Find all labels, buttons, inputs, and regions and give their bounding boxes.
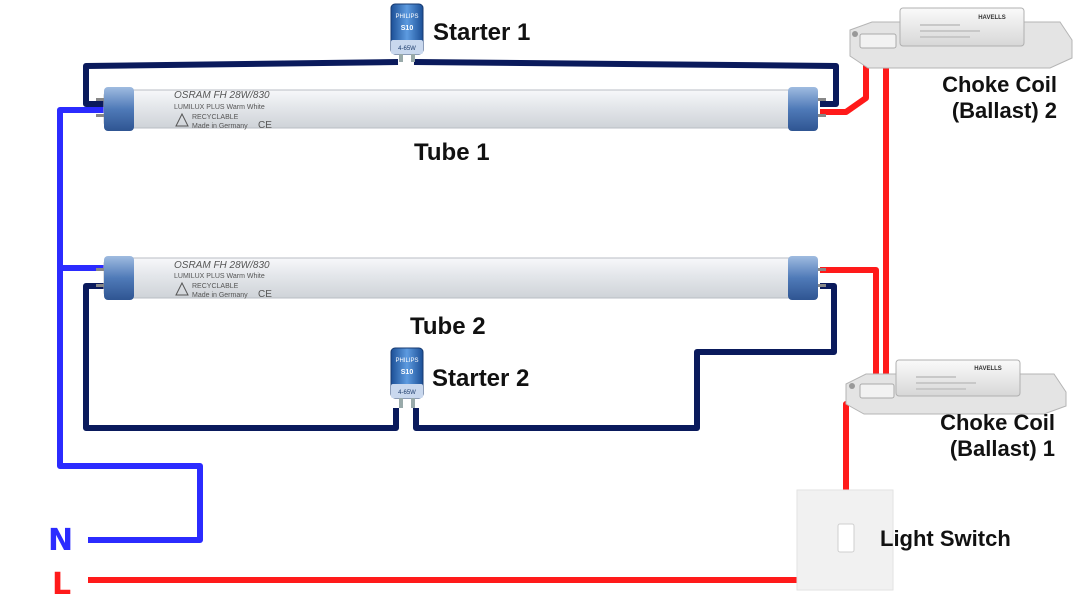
live-label: L — [52, 567, 71, 602]
tube-2-recycle-icon — [175, 281, 189, 296]
ballast-1-label-line2: (Ballast) 1 — [950, 436, 1055, 461]
starter-2-label: Starter 2 — [432, 365, 529, 392]
tube-2-print-recyclable: RECYCLABLE — [192, 283, 239, 290]
tube-2-print-type: LUMILUX PLUS Warm White — [174, 273, 265, 280]
ballast-2-label-line2: (Ballast) 2 — [952, 98, 1057, 123]
tube-1-left-cap — [104, 87, 134, 131]
light-switch-rocker — [837, 523, 855, 553]
tube-1-label: Tube 1 — [414, 139, 490, 166]
ballast-1-brand: HAVELLS — [974, 366, 1002, 372]
starter-2: PHILIPS S10 4-65W — [390, 347, 424, 408]
tube-1-recycle-icon — [175, 112, 189, 127]
tube-1-print-model: OSRAM FH 28W/830 — [174, 90, 270, 101]
ballast-2-label-line1: Choke Coil — [942, 72, 1057, 97]
starter-1: PHILIPS S10 4-65W — [390, 3, 424, 62]
starter-1-brand: PHILIPS — [395, 14, 418, 20]
starter-1-rating: 4-65W — [398, 46, 416, 52]
tube-1-print-type: LUMILUX PLUS Warm White — [174, 104, 265, 111]
tube-2: OSRAM FH 28W/830 LUMILUX PLUS Warm White… — [96, 256, 826, 300]
tube-2-print-model: OSRAM FH 28W/830 — [174, 260, 270, 271]
starter-2-brand: PHILIPS — [395, 358, 418, 364]
neutral-label: N — [48, 523, 73, 558]
light-switch — [796, 489, 894, 591]
tube-1-ce-mark: CE — [258, 120, 272, 131]
ballast-2: HAVELLS — [849, 7, 1073, 69]
tube-1-right-cap — [788, 87, 818, 131]
starter-1-model: S10 — [401, 25, 414, 32]
tube-2-right-cap — [788, 256, 818, 300]
starter-1-label: Starter 1 — [433, 19, 530, 46]
starter-2-rating: 4-65W — [398, 390, 416, 396]
tube-1-print-recyclable: RECYCLABLE — [192, 114, 239, 121]
starter-2-model: S10 — [401, 369, 414, 376]
light-switch-label: Light Switch — [880, 526, 1011, 551]
ballast-2-brand: HAVELLS — [978, 15, 1006, 21]
starter-2-wiring — [83, 283, 837, 431]
tube-1-print-origin: Made in Germany — [192, 123, 248, 130]
starter-1-wiring — [83, 59, 839, 107]
tube-2-left-cap — [104, 256, 134, 300]
neutral-wiring — [57, 107, 203, 543]
ballast-1-label-line1: Choke Coil — [940, 410, 1055, 435]
ballast-1: HAVELLS — [845, 359, 1067, 415]
tube-2-ce-mark: CE — [258, 289, 272, 300]
tube-2-print-origin: Made in Germany — [192, 292, 248, 299]
tube-1: OSRAM FH 28W/830 LUMILUX PLUS Warm White… — [96, 87, 826, 131]
tube-2-label: Tube 2 — [410, 313, 486, 340]
